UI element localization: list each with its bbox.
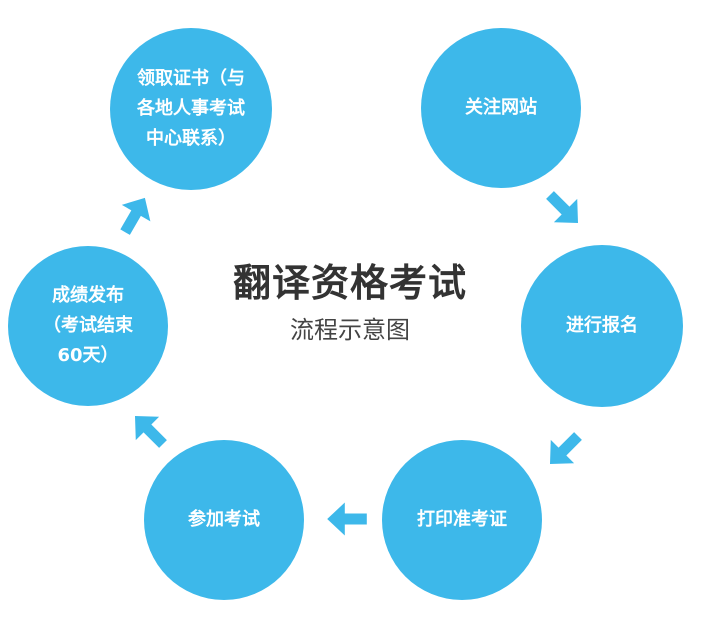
arrow-up-left-icon <box>134 415 167 448</box>
step-take-exam: 参加考试 <box>144 440 304 600</box>
step-label-line: 领取证书（与 <box>137 68 245 89</box>
step-label-line: 60天） <box>57 345 119 366</box>
diagram-title: 翻译资格考试 <box>232 261 467 305</box>
step-label-line: （考试结束 <box>43 315 133 336</box>
step-label-line: 中心联系） <box>146 128 236 149</box>
step-print-admission-ticket: 打印准考证 <box>382 440 542 600</box>
arrow-left-icon <box>327 502 367 536</box>
step-label-line: 打印准考证 <box>417 509 507 530</box>
arrow-down-right-icon <box>546 191 579 224</box>
step-label-line: 参加考试 <box>188 509 260 530</box>
step-label-line: 各地人事考试 <box>137 98 245 119</box>
step-follow-website: 关注网站 <box>421 28 581 188</box>
step-register: 进行报名 <box>521 245 683 407</box>
step-label-line: 进行报名 <box>566 315 638 336</box>
step-label-line: 关注网站 <box>465 97 537 118</box>
diagram-subtitle: 流程示意图 <box>290 316 410 344</box>
step-label-line: 成绩发布 <box>52 285 124 306</box>
arrow-down-left-icon <box>549 432 582 465</box>
step-collect-certificate: 领取证书（与 各地人事考试 中心联系） <box>110 28 272 190</box>
arrow-up-right-icon <box>120 197 151 235</box>
step-results-release: 成绩发布 （考试结束 60天） <box>8 246 168 406</box>
